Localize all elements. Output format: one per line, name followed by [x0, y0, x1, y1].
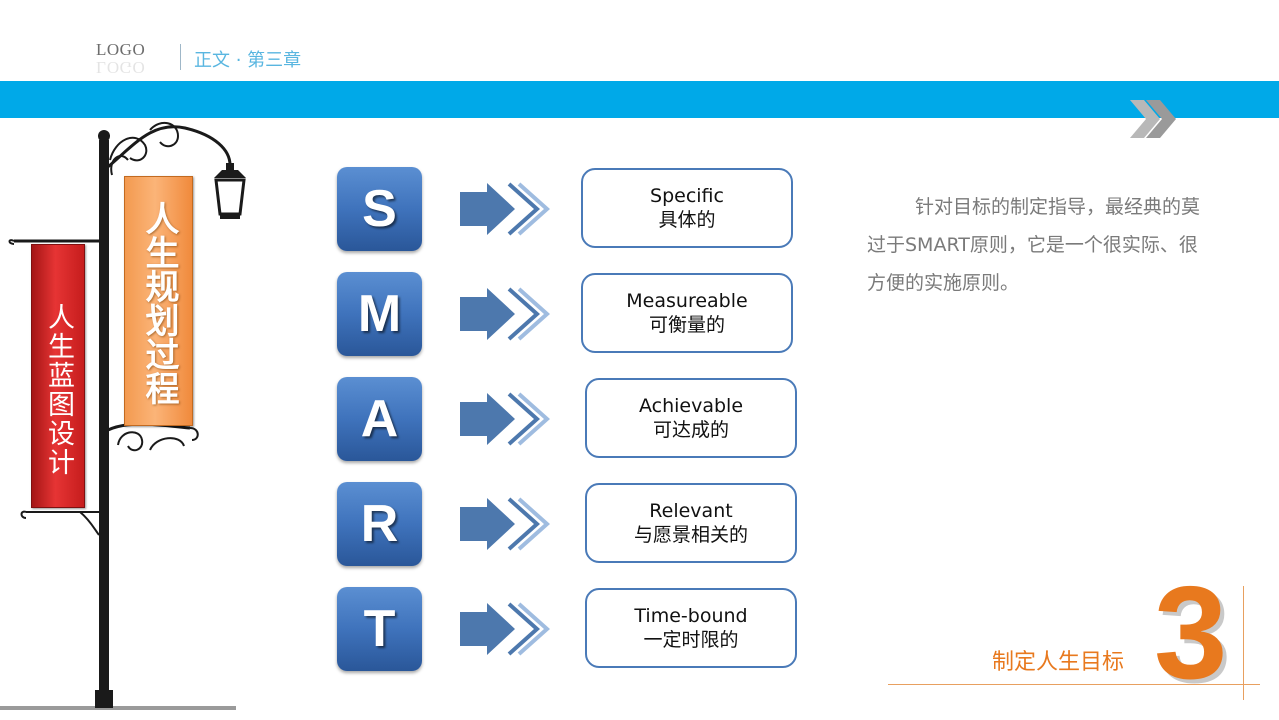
arrow-right-icon: [460, 497, 551, 551]
term-chinese: 一定时限的: [643, 629, 739, 651]
chevron-double-right-icon: [1130, 100, 1176, 138]
smart-tile-t: T: [337, 587, 422, 671]
smart-tile-a: A: [337, 377, 422, 461]
arrow-right-icon: [460, 392, 551, 446]
smart-term-relevant: Relevant 与愿景相关的: [585, 483, 797, 563]
term-chinese: 与愿景相关的: [633, 524, 748, 546]
footer-divider-vertical: [1243, 586, 1244, 700]
term-english: Measureable: [626, 290, 748, 312]
smart-description: 针对目标的制定指导，最经典的莫过于SMART原则，它是一个很实际、很方便的实施原…: [867, 196, 1201, 294]
smart-term-measureable: Measureable 可衡量的: [581, 273, 793, 353]
logo: LOGO: [96, 40, 146, 59]
smart-tile-m: M: [337, 272, 422, 356]
smart-letter: R: [360, 495, 399, 553]
banner-red-text: 人生蓝图设计: [43, 303, 74, 477]
footer-section-label: 制定人生目标: [992, 650, 1125, 675]
arrow-right-icon: [460, 182, 551, 236]
smart-tile-s: S: [337, 167, 422, 251]
term-english: Specific: [650, 185, 724, 207]
lamp-post-icon: [0, 121, 246, 710]
term-chinese: 可衡量的: [648, 314, 725, 336]
smart-term-achievable: Achievable 可达成的: [585, 378, 797, 458]
arrow-right-icon: [460, 287, 551, 341]
header-divider: [180, 44, 181, 70]
banner-life-planning: 人生规划过程: [124, 176, 193, 426]
term-english: Time-bound: [634, 605, 748, 627]
smart-letter: T: [363, 600, 396, 658]
banner-life-blueprint: 人生蓝图设计: [31, 244, 85, 508]
term-english: Relevant: [649, 500, 733, 522]
logo-reflection: LOGO: [96, 58, 146, 77]
term-chinese: 可达成的: [652, 419, 729, 441]
footer-section-number: 3: [1154, 559, 1228, 706]
term-english: Achievable: [638, 395, 744, 417]
footer-divider-horizontal: [888, 684, 1260, 685]
banner-orange-text: 人生规划过程: [139, 201, 179, 405]
smart-term-time-bound: Time-bound 一定时限的: [585, 588, 797, 668]
header-banner-bar: [0, 81, 1279, 118]
smart-letter: M: [357, 285, 402, 343]
section-title: 正文 · 第三章: [194, 50, 302, 71]
term-chinese: 具体的: [658, 209, 716, 231]
smart-letter: S: [362, 180, 397, 238]
smart-term-specific: Specific 具体的: [581, 168, 793, 248]
smart-letter: A: [360, 390, 399, 448]
smart-tile-r: R: [337, 482, 422, 566]
arrow-right-icon: [460, 602, 551, 656]
